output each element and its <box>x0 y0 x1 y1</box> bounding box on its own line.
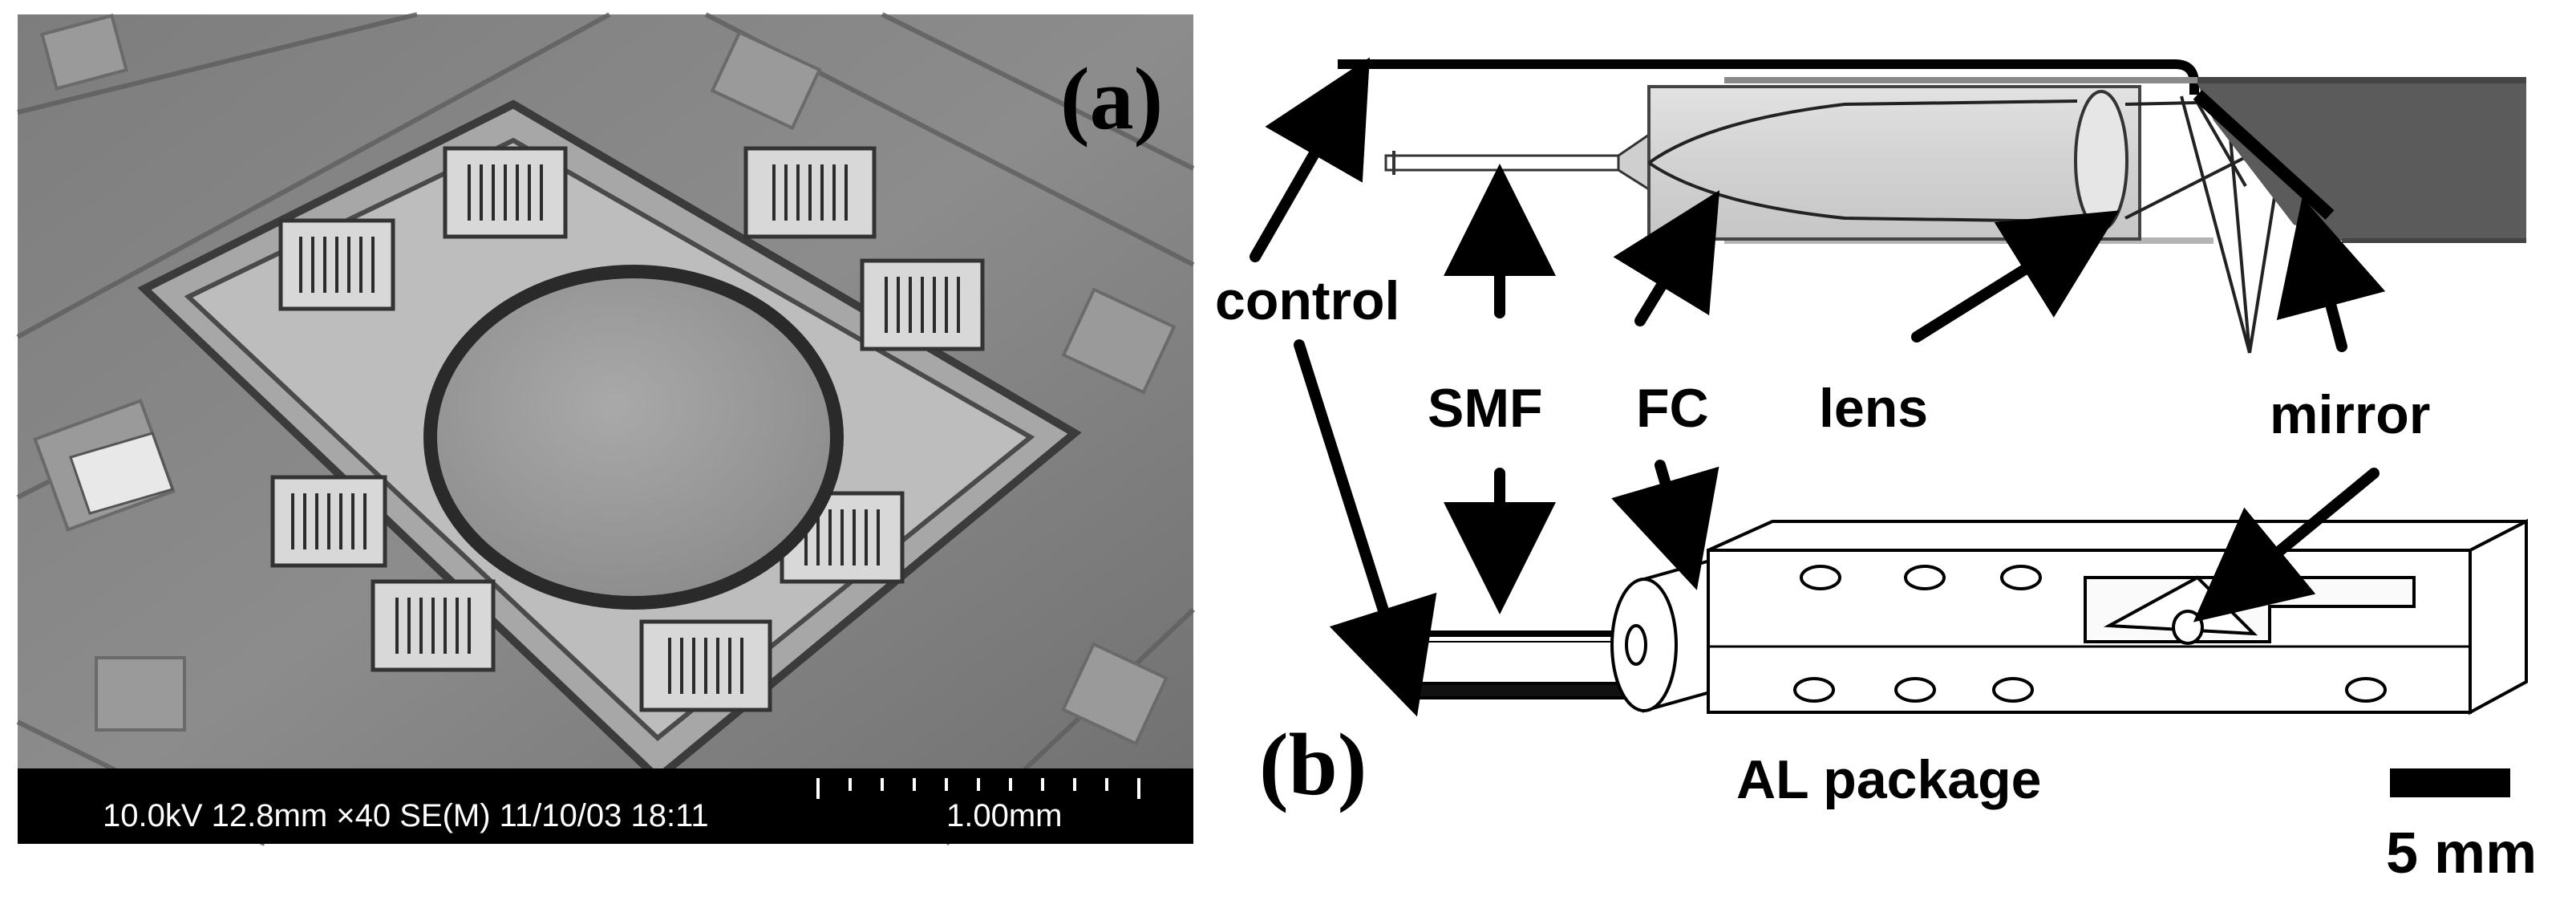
arrow-control-down <box>1294 339 1437 717</box>
fc-taper <box>1617 132 1651 192</box>
arrow-mirror-down <box>2193 468 2380 622</box>
scale-bar <box>2390 768 2510 797</box>
mirror-surface <box>2193 90 2335 220</box>
sem-info-text: 10.0kV 12.8mm ×40 SE(M) 11/10/03 18:11 <box>103 798 709 833</box>
label-lens: lens <box>1819 378 1928 439</box>
panel-a-label: (a) <box>1060 50 1163 148</box>
label-al-package: AL package <box>1736 749 2041 810</box>
label-smf: SMF <box>1428 378 1543 439</box>
arrow-fc-up <box>1613 190 1720 326</box>
arrow-mirror-up <box>2276 197 2386 352</box>
lens <box>2074 90 2128 231</box>
panel-a: 10.0kV 12.8mm ×40 SE(M) 11/10/03 18:11 1… <box>16 12 1196 846</box>
mirror-housing <box>2197 83 2526 241</box>
comb-actuators <box>270 146 985 712</box>
fiber-collimator <box>1647 85 2141 241</box>
label-mirror: mirror <box>2270 384 2430 445</box>
arrow-control-up <box>1250 57 1370 262</box>
arrow-lens <box>1911 210 2120 343</box>
arrow-fc-down <box>1611 460 1719 590</box>
label-fc: FC <box>1636 378 1709 439</box>
package-block-side <box>2469 518 2528 716</box>
mems-mirror <box>437 278 830 596</box>
label-control: control <box>1215 270 1399 331</box>
sem-scale-ticks <box>816 778 1140 799</box>
package-block-top <box>1707 520 2527 552</box>
sem-info-bar <box>18 768 1193 844</box>
panel-b-label: (b) <box>1259 716 1367 813</box>
panel-b: control SMF FC lens mirror AL package (b… <box>1215 57 2537 886</box>
sem-debris <box>69 432 174 515</box>
al-package-drawing <box>1362 518 2528 716</box>
fc-beam-envelope <box>1647 99 2078 223</box>
annotation-arrows <box>1250 57 2386 717</box>
smf-fiber <box>1384 154 1620 172</box>
scale-bar-text: 5 mm <box>2386 821 2537 886</box>
sem-scale-text: 1.00mm <box>946 798 1063 833</box>
sem-pads <box>33 14 1177 746</box>
package-holes <box>1793 565 2387 703</box>
